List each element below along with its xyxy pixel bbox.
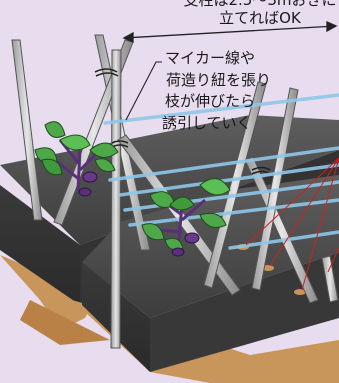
back-ridge-soil: [0, 255, 95, 330]
eggplant-plant-left: [34, 121, 119, 197]
leaf: [59, 134, 91, 151]
stake-spacing-note: 支柱は2.5～3mおきに 立てればOK: [150, 0, 339, 27]
eggplant: [184, 232, 200, 244]
callout-leader: [125, 61, 162, 121]
back-ridge-top: [0, 115, 339, 245]
leaf: [199, 212, 227, 228]
twine-callout-line3: 枝が伸びたら: [165, 92, 256, 110]
stake-spacing-line2: 立てればOK: [219, 9, 301, 27]
stake: [203, 81, 267, 289]
leaf: [141, 223, 165, 241]
twine-callout-line2: 荷造り紐を張り: [166, 70, 272, 89]
twine-line: [128, 198, 339, 227]
back-ridge-side: [0, 185, 80, 305]
front-ridge-front: [150, 252, 339, 372]
twine-line: [103, 93, 339, 125]
pointer-line: [301, 157, 339, 291]
planting-hole: [262, 265, 274, 271]
eggplant-plant-right: [141, 178, 231, 257]
front-ridge-soil-bottom: [20, 300, 110, 345]
eggplant: [82, 171, 98, 183]
eggplant: [171, 247, 185, 257]
twine-callout-line4: 誘引していく: [162, 113, 252, 132]
leaf: [169, 196, 195, 211]
leaf: [94, 158, 116, 173]
leaf: [44, 121, 66, 138]
pointer-line: [327, 247, 339, 273]
stake-spacing-line1: 支柱は2.5～3mおきに: [183, 0, 337, 9]
stake: [11, 39, 43, 221]
pointer-line: [269, 157, 339, 267]
spacing-arrow: [122, 20, 338, 44]
leaf: [41, 158, 63, 176]
twine-line: [228, 230, 339, 250]
stake: [321, 255, 339, 303]
stake: [110, 49, 122, 349]
planting-hole: [294, 289, 306, 295]
pointer-line: [245, 157, 339, 246]
leaf: [164, 237, 184, 251]
twine-line: [108, 146, 339, 182]
twine-callout-line1: マイカー線や: [165, 49, 256, 67]
twine-callout: マイカー線や 荷造り紐を張り 枝が伸びたら 誘引していく: [162, 48, 272, 134]
eggplant: [78, 187, 92, 197]
leaf: [199, 178, 231, 196]
leaf: [89, 142, 119, 158]
pointer-lines: [245, 157, 339, 291]
tie: [94, 68, 119, 77]
twine-line: [118, 163, 339, 197]
